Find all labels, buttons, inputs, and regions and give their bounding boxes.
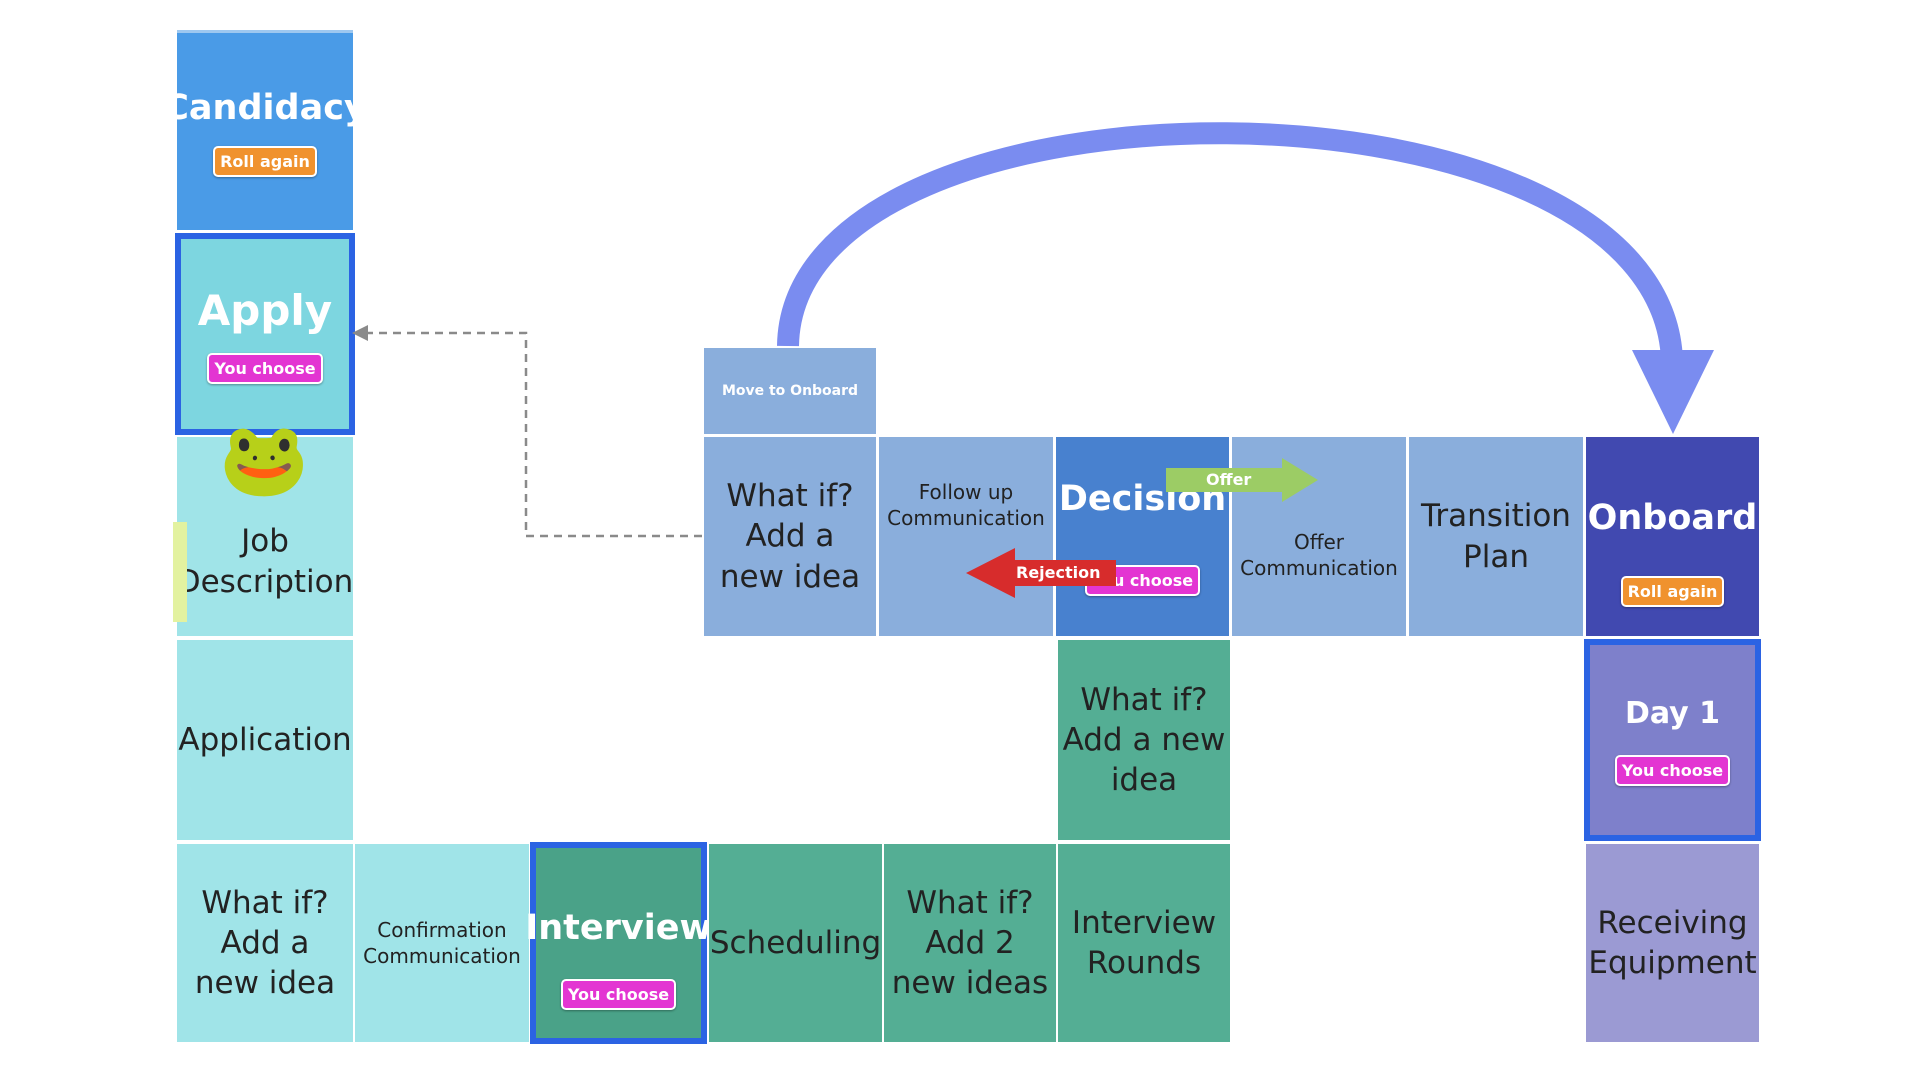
rejection-arrow-label: Rejection <box>1016 563 1101 582</box>
tile-what-if-4[interactable]: What if? Add a new idea <box>704 437 876 636</box>
tile-confirmation[interactable]: Confirmation Communication <box>355 844 529 1042</box>
you-choose-badge[interactable]: You choose <box>560 979 677 1011</box>
tile-what-if-1[interactable]: What if? Add a new idea <box>177 844 353 1042</box>
tile-what-if-4-label: What if? Add a new idea <box>719 478 861 595</box>
frog-token-icon[interactable]: 🐸 <box>219 417 309 501</box>
tile-onboard[interactable]: Onboard Roll again <box>1586 437 1759 636</box>
tile-interview-label: Interview <box>525 907 712 948</box>
big-curved-arrow <box>777 122 1683 361</box>
dashed-connector <box>365 331 702 538</box>
tile-apply-label: Apply <box>197 286 333 336</box>
tile-receiving-equipment[interactable]: Receiving Equipment <box>1586 844 1759 1042</box>
tile-follow-up-label: Follow up Communication <box>887 480 1045 530</box>
offer-arrow-label: Offer <box>1206 470 1252 489</box>
tile-what-if-3[interactable]: What if? Add a new idea <box>1058 640 1230 840</box>
tile-move-to-onboard-label: Move to Onboard <box>721 382 859 399</box>
tile-candidacy[interactable]: Candidacy Roll again <box>163 30 367 230</box>
tile-what-if-2-label: What if? Add 2 new ideas <box>891 884 1049 1002</box>
roll-again-badge[interactable]: Roll again <box>1620 575 1725 607</box>
tile-scheduling-label: Scheduling <box>709 924 882 961</box>
tile-what-if-3-label: What if? Add a new idea <box>1062 681 1226 799</box>
tile-interview[interactable]: Interview You choose <box>525 842 712 1044</box>
tile-confirmation-label: Confirmation Communication <box>363 918 521 968</box>
tile-candidacy-label: Candidacy <box>163 88 367 129</box>
tile-application[interactable]: Application <box>177 640 353 840</box>
sticky-note-edge <box>173 522 187 622</box>
tile-receiving-equipment-label: Receiving Equipment <box>1588 904 1757 981</box>
roll-again-badge[interactable]: Roll again <box>213 145 317 177</box>
tile-job-description-label: Job Description <box>176 523 354 600</box>
tile-scheduling[interactable]: Scheduling <box>709 844 882 1042</box>
tile-apply[interactable]: Apply You choose <box>175 233 355 435</box>
tile-move-to-onboard[interactable]: Move to Onboard <box>704 348 876 434</box>
tile-day1-label: Day 1 <box>1624 696 1721 731</box>
tile-application-label: Application <box>178 721 352 758</box>
tile-offer-communication[interactable]: Offer Communication <box>1232 437 1406 636</box>
you-choose-badge[interactable]: You choose <box>1084 564 1201 596</box>
offer-arrow <box>1166 458 1318 502</box>
dashed-arrowhead <box>352 325 368 341</box>
tile-interview-rounds[interactable]: Interview Rounds <box>1058 844 1230 1042</box>
tile-what-if-1-label: What if? Add a new idea <box>194 884 336 1002</box>
tile-what-if-2[interactable]: What if? Add 2 new ideas <box>884 844 1056 1042</box>
tile-follow-up[interactable]: Follow up Communication <box>879 437 1053 636</box>
tile-interview-rounds-label: Interview Rounds <box>1071 904 1217 981</box>
rejection-arrow <box>966 548 1116 598</box>
tile-onboard-label: Onboard <box>1587 498 1758 539</box>
big-curved-arrowhead <box>1632 350 1714 434</box>
you-choose-badge[interactable]: You choose <box>207 352 323 384</box>
tile-offer-communication-label: Offer Communication <box>1240 529 1398 580</box>
tile-job-description[interactable]: Job Description <box>177 437 353 636</box>
tile-day1[interactable]: Day 1 You choose <box>1584 639 1761 841</box>
tile-transition-plan-label: Transition Plan <box>1421 498 1571 575</box>
you-choose-badge[interactable]: You choose <box>1614 755 1731 786</box>
tile-transition-plan[interactable]: Transition Plan <box>1409 437 1583 636</box>
